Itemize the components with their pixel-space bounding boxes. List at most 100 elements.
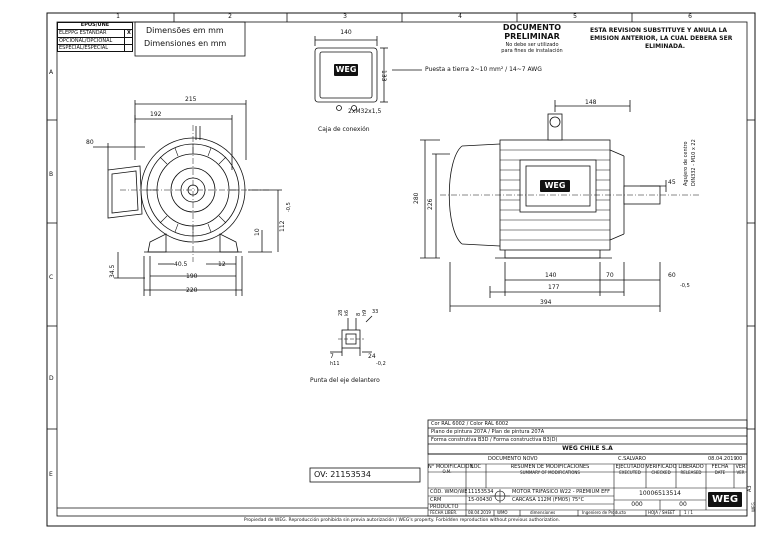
front-dim-80: 80 bbox=[86, 139, 94, 146]
ov-number: OV: 21153534 bbox=[314, 470, 371, 479]
tb-h-checked: VERIFICADO bbox=[646, 464, 677, 470]
terminal-box-height: 133 bbox=[380, 70, 387, 82]
tb-h-mod2: O.M. bbox=[442, 469, 452, 474]
preliminary-note-1: No debe ser utilizado bbox=[505, 42, 559, 48]
shaft-tol-24: -0,2 bbox=[376, 361, 386, 367]
front-tol-112: -0,5 bbox=[286, 202, 292, 212]
grid-col-5: 5 bbox=[573, 13, 577, 20]
tb-h-loc: LOC bbox=[470, 464, 482, 470]
shaft-end-detail bbox=[330, 315, 373, 356]
side-dim-226: 226 bbox=[427, 198, 434, 210]
front-dim-190: 190 bbox=[186, 273, 198, 280]
tb-h-released-en: RELEASED bbox=[680, 470, 702, 475]
preliminary-subtitle: PRELIMINAR bbox=[504, 32, 560, 41]
tb-h-ver-en: VER bbox=[736, 470, 745, 475]
grid-col-3: 3 bbox=[343, 13, 347, 20]
grid-col-2: 2 bbox=[228, 13, 232, 20]
weg-logo-title: WEG bbox=[708, 492, 742, 507]
footer-property-note: Propiedad de WEG. Reproducción prohibida… bbox=[243, 518, 561, 523]
front-view-motor bbox=[93, 100, 282, 296]
shaft-dim-7: 7 bbox=[330, 353, 334, 360]
tb-h-date: FECHA bbox=[711, 464, 729, 470]
weg-logo-side: WEG bbox=[540, 180, 570, 192]
grid-row-b: B bbox=[49, 171, 54, 178]
tb-drafter: C.SALVARO bbox=[618, 456, 646, 462]
info-color: Cor RAL 6002 / Color RAL 6002 bbox=[431, 421, 509, 427]
front-dim-112: 112 bbox=[279, 220, 286, 232]
front-dim-12: 12 bbox=[218, 261, 226, 268]
margin-note: WEG bbox=[751, 502, 756, 512]
front-dim-192: 192 bbox=[150, 111, 162, 118]
side-dim-60: 60 bbox=[668, 272, 676, 279]
info-mounting-form: Forma construtiva B3D / Forma constructi… bbox=[431, 437, 558, 443]
tb-h-executed: EJECUTADO bbox=[615, 464, 645, 470]
shaft-dim-d: h9 bbox=[362, 309, 368, 316]
revision-type-standard: ELEPPG ESTANDAR bbox=[59, 30, 107, 36]
terminal-box-view bbox=[314, 36, 422, 111]
grid-col-1: 1 bbox=[116, 13, 120, 20]
side-dim-177: 177 bbox=[548, 284, 560, 291]
tb-frame: CARCASA 112M (FM05) 75°C bbox=[512, 497, 585, 503]
side-tol-60: -0,5 bbox=[680, 283, 690, 289]
revision-type-optional: OPCIONAL/OPCIONAL bbox=[59, 38, 113, 44]
column-ticks bbox=[173, 13, 633, 22]
tb-sheet-label: HOJA / SHEET bbox=[648, 510, 675, 515]
side-dim-140: 140 bbox=[545, 272, 557, 279]
tb-document-number: 10006513514 bbox=[639, 490, 681, 497]
center-hole-note-2: DIN332 - M10 x 22 bbox=[691, 139, 697, 186]
shaft-dim-24: 24 bbox=[368, 353, 376, 360]
tb-code-value: 11153534 bbox=[468, 489, 494, 495]
shaft-end-caption: Punta del eje delantero bbox=[310, 377, 380, 384]
tb-sub-1: 000 bbox=[631, 501, 643, 508]
tb-new-document: DOCUMENTO NOVO bbox=[488, 456, 538, 462]
side-dim-280: 280 bbox=[413, 192, 420, 204]
tb-summary-en: SUMMARY OF MODIFICATIONS bbox=[520, 470, 580, 475]
side-dim-148: 148 bbox=[585, 99, 597, 106]
tb-code-label: CÓD. WMO/WE bbox=[430, 489, 468, 495]
shaft-dim-b: k6 bbox=[344, 309, 350, 316]
tb-h-mod: N° MODIFICACION bbox=[428, 464, 474, 470]
grid-row-d: D bbox=[49, 375, 54, 382]
row-ticks bbox=[47, 119, 755, 430]
revision-type-header: EPOS/UNE bbox=[80, 22, 110, 28]
revision-notice-3: ELIMINADA. bbox=[644, 43, 686, 50]
revision-type-special: ESPECIAL/ESPECIAL bbox=[59, 45, 109, 51]
tb-crm-label: CRM bbox=[430, 497, 442, 503]
title-block-lines bbox=[427, 453, 748, 517]
weg-logo-terminal: WEG bbox=[334, 64, 358, 76]
tb-summary: RESUMEN DE MODIFICACIONES bbox=[510, 464, 590, 470]
front-dim-10: 10 bbox=[254, 228, 261, 236]
grid-row-c: C bbox=[49, 274, 54, 281]
center-hole-note-1: Agujero de centro bbox=[683, 141, 689, 186]
terminal-box-caption: Caja de conexión bbox=[318, 126, 370, 133]
info-company: WEG CHILE S.A bbox=[562, 445, 613, 452]
shaft-dim-e: 33 bbox=[372, 309, 379, 315]
tb-release-date: 08.04.2019 bbox=[468, 510, 491, 515]
preliminary-note-2: para fines de instalación bbox=[501, 48, 563, 54]
dimensions-note-es: Dimensiones en mm bbox=[144, 39, 227, 48]
front-dim-215: 215 bbox=[185, 96, 197, 103]
dimensions-note-pt: Dimensões em mm bbox=[146, 26, 224, 35]
side-dim-70: 70 bbox=[606, 272, 614, 279]
tb-format: A3 bbox=[747, 485, 753, 492]
grid-col-4: 4 bbox=[458, 13, 462, 20]
terminal-box-width: 140 bbox=[340, 29, 352, 36]
tb-h-date-en: DATE bbox=[714, 470, 726, 475]
terminal-gland-size: 2xM32x1,5 bbox=[348, 108, 382, 115]
side-dim-394: 394 bbox=[540, 299, 552, 306]
revision-notice-2: EMISION ANTERIOR, LA CUAL DEBERA SER bbox=[590, 35, 733, 42]
preliminary-title: DOCUMENTO bbox=[502, 23, 562, 32]
tb-sub-2: 00 bbox=[679, 501, 687, 508]
front-dim-220: 220 bbox=[186, 287, 198, 294]
side-dim-45: 45 bbox=[668, 179, 676, 186]
tb-motor: MOTOR TRIFASICO W22 - PREMIUM EFF bbox=[512, 489, 611, 495]
tb-sheet-value: 1 / 1 bbox=[684, 510, 693, 515]
tb-h-released: LIBERADO bbox=[678, 464, 704, 470]
grid-col-6: 6 bbox=[688, 13, 692, 20]
front-dim-40-5: 40.5 bbox=[174, 261, 188, 268]
side-view-motor bbox=[420, 100, 700, 312]
tb-label-dimensions: dimensiones bbox=[530, 510, 556, 515]
tb-h-ver: VER bbox=[735, 464, 746, 470]
revision-type-mark: X bbox=[127, 30, 131, 36]
